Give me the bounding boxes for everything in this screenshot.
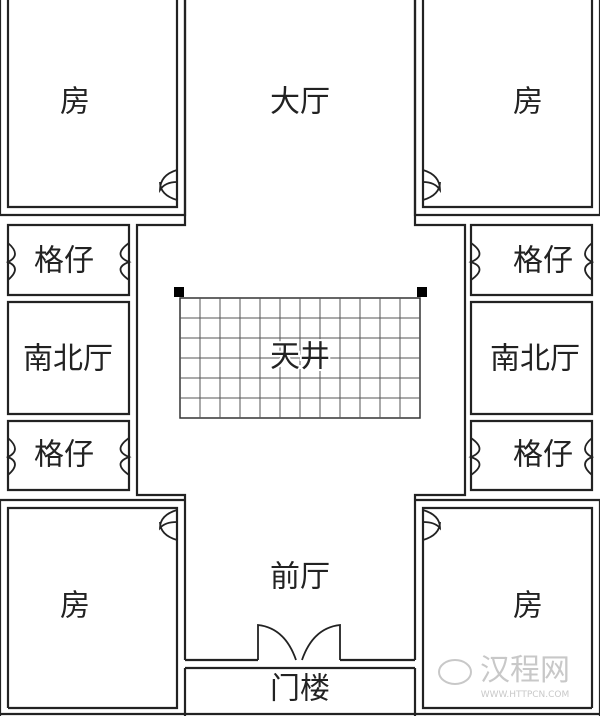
label-cubicle-upper-right: 格仔 xyxy=(513,244,573,279)
label-cubicle-upper-left: 格仔 xyxy=(34,244,94,279)
door-room-bottom-right xyxy=(422,509,441,541)
courtyard-grid xyxy=(174,287,427,419)
wall-room-top-left-inner xyxy=(6,0,179,209)
wall-cubicle-lower-right xyxy=(469,419,594,492)
watermark-logo-icon xyxy=(438,659,472,685)
label-gatehouse: 门楼 xyxy=(270,672,330,707)
door-cubicle-ur-outer xyxy=(584,242,595,281)
door-cubicle-lr-inner xyxy=(468,437,481,476)
watermark-name: 汉程网 xyxy=(480,653,570,688)
label-front-hall: 前厅 xyxy=(270,560,330,595)
wall-side-hall-right xyxy=(469,300,594,416)
wall-room-top-right-inner xyxy=(421,0,594,209)
door-cubicle-ll-outer xyxy=(5,437,16,476)
door-room-bottom-left xyxy=(159,509,178,541)
door-cubicle-ul-inner xyxy=(119,242,132,281)
wall-central-left xyxy=(135,0,187,660)
wall-room-top-right-outer xyxy=(413,0,600,217)
door-room-top-left xyxy=(159,169,178,201)
wall-room-top-left-outer xyxy=(0,0,187,217)
wall-room-bottom-left-outer xyxy=(0,498,185,716)
label-main-hall: 大厅 xyxy=(270,85,330,120)
wall-room-bottom-right-outer xyxy=(415,498,600,716)
label-room-bottom-left: 房 xyxy=(60,589,90,624)
door-cubicle-ll-inner xyxy=(119,437,132,476)
label-room-top-left: 房 xyxy=(60,85,90,120)
labels: 房 大厅 房 格仔 格仔 南北厅 南北厅 天井 格仔 格仔 房 前厅 房 门楼 xyxy=(23,85,580,707)
label-room-top-right: 房 xyxy=(513,85,543,120)
wall-room-bottom-right-inner xyxy=(421,506,594,710)
label-cubicle-lower-right: 格仔 xyxy=(513,438,573,473)
wall-room-bottom-left-inner xyxy=(6,506,179,710)
wall-central-right xyxy=(413,0,467,660)
wall-side-hall-left xyxy=(6,300,131,416)
label-room-bottom-right: 房 xyxy=(513,589,543,624)
wall-cubicle-upper-left xyxy=(6,223,131,297)
pillar-left xyxy=(174,287,184,297)
wall-cubicle-upper-right xyxy=(469,223,594,297)
door-cubicle-ul-outer xyxy=(5,242,16,281)
door-cubicle-lr-outer xyxy=(584,437,595,476)
wall-cubicle-lower-left xyxy=(6,419,131,492)
label-side-hall-right: 南北厅 xyxy=(490,342,580,377)
door-cubicle-ur-inner xyxy=(468,242,481,281)
doors xyxy=(5,169,595,661)
label-courtyard: 天井 xyxy=(270,340,330,375)
watermark: 汉程网 WWW.HTTPCN.COM xyxy=(438,653,570,700)
door-main-gate xyxy=(257,623,341,661)
wall-gatehouse xyxy=(183,666,417,716)
door-room-top-right xyxy=(422,169,441,201)
watermark-url: WWW.HTTPCN.COM xyxy=(481,690,570,700)
label-side-hall-left: 南北厅 xyxy=(23,342,113,377)
label-cubicle-lower-left: 格仔 xyxy=(34,438,94,473)
pillar-right xyxy=(417,287,427,297)
